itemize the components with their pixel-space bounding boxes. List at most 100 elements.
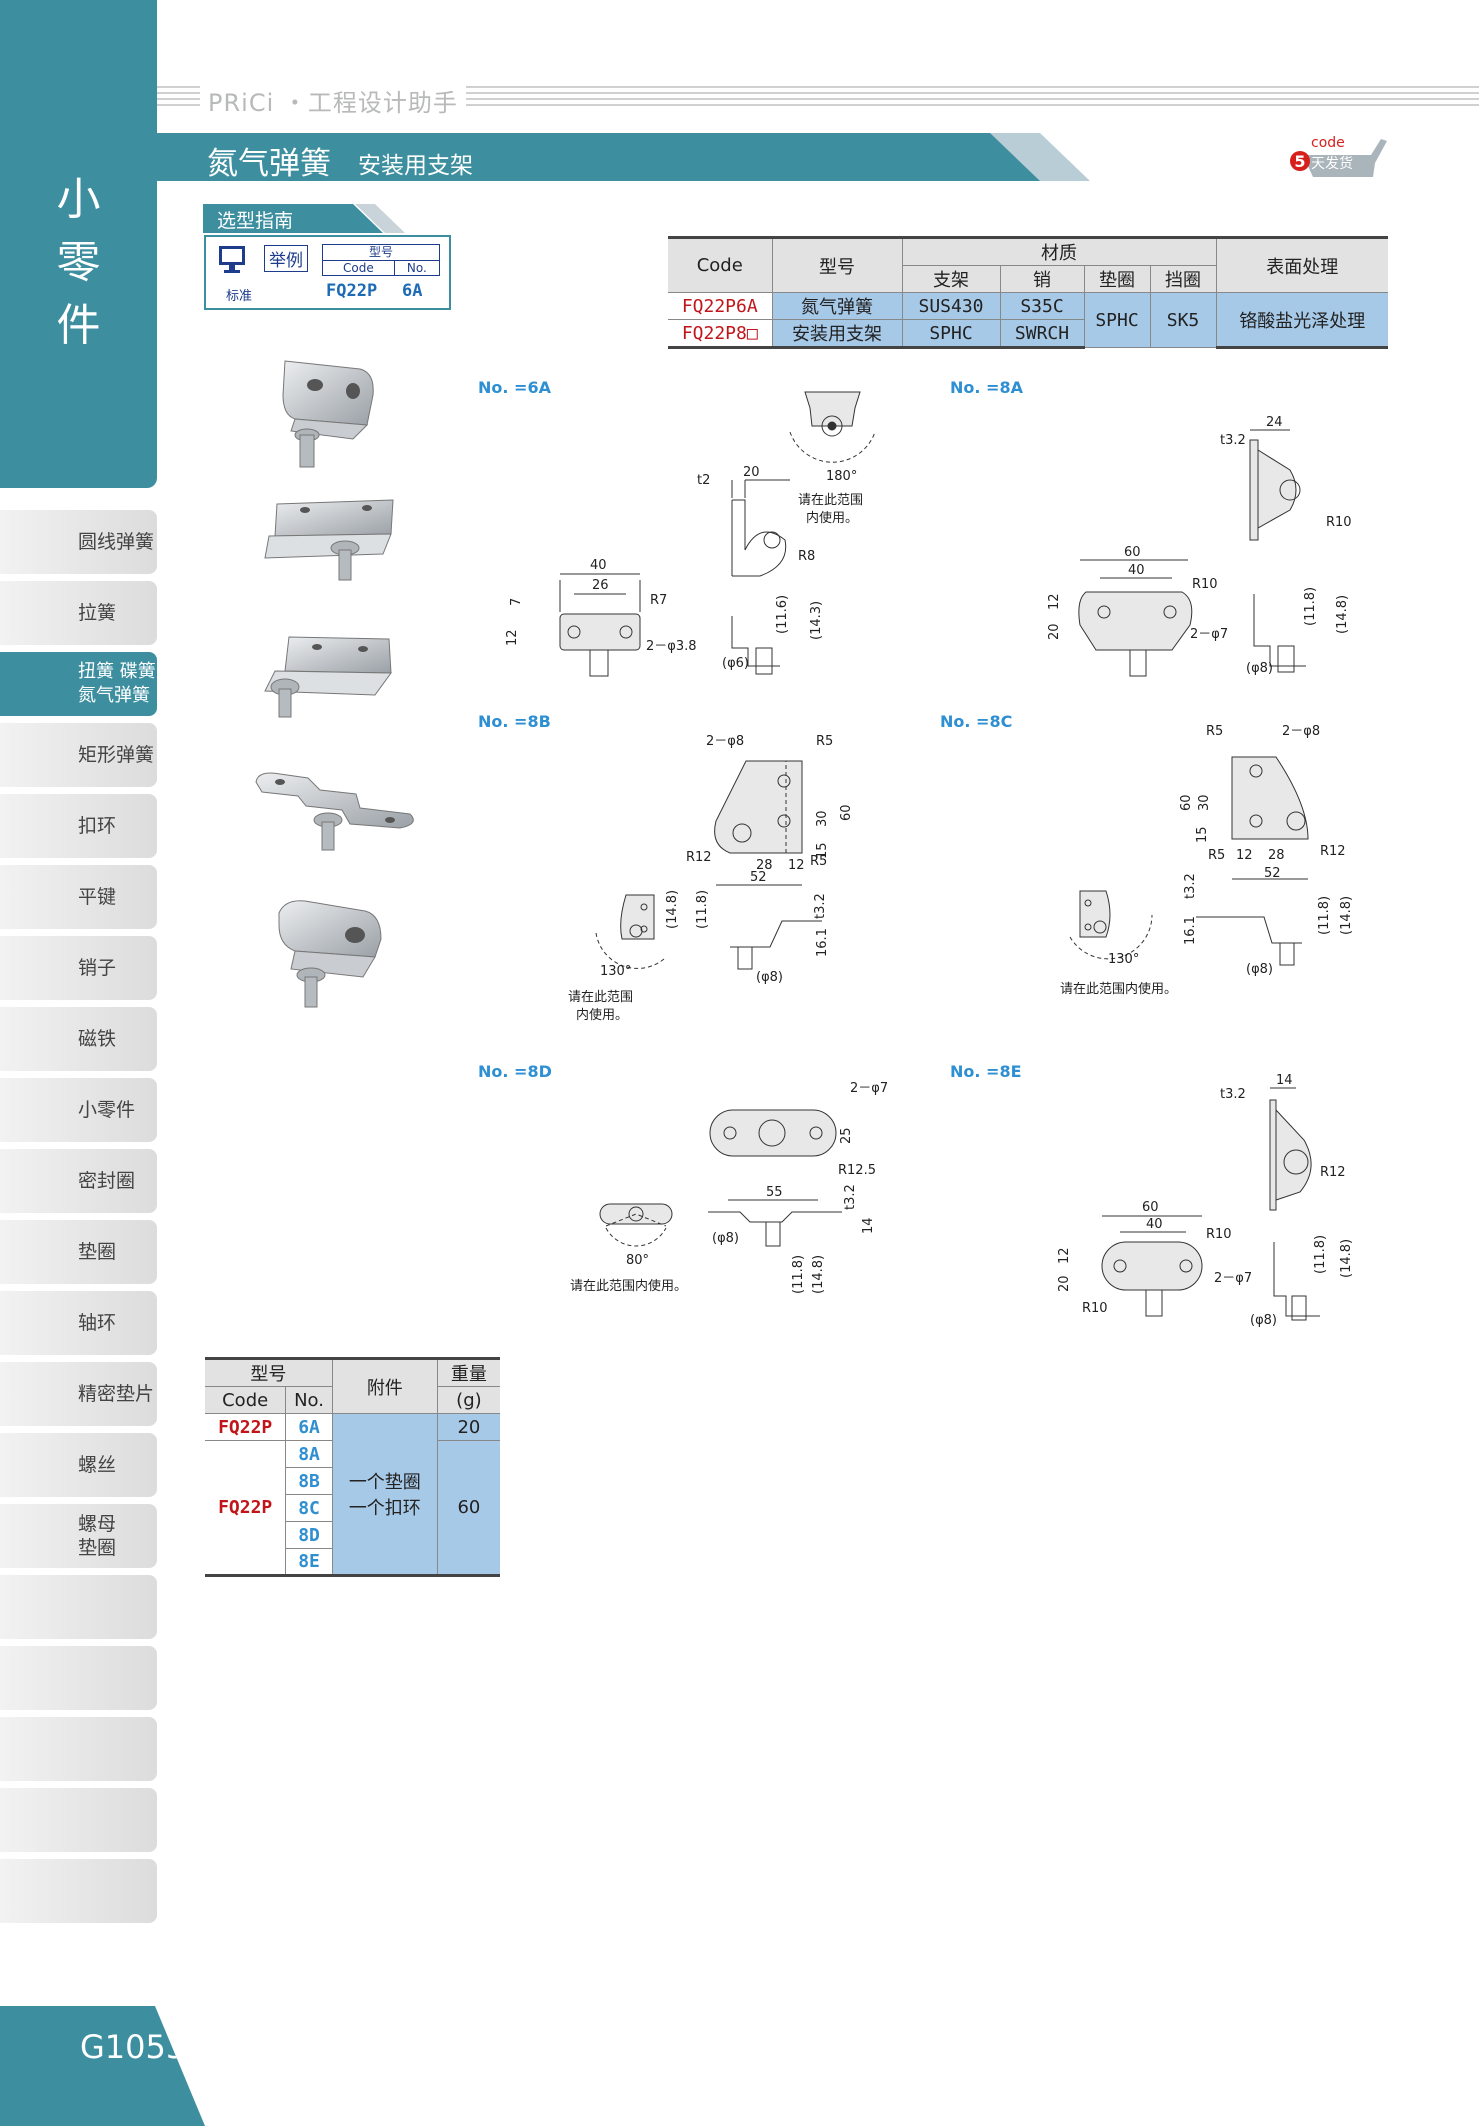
- sidebar-item-tension-spring[interactable]: 拉簧: [0, 581, 157, 645]
- label-no-6a: No. =6A: [478, 378, 551, 397]
- usage-note: 内使用。: [806, 510, 858, 526]
- dim-14-8: (14.8): [665, 890, 680, 929]
- dim-20: 20: [1057, 1275, 1072, 1292]
- dim-28: 28: [1268, 848, 1285, 863]
- sidebar-item-key[interactable]: 平键: [0, 865, 157, 929]
- badge-text: 天发货: [1311, 155, 1353, 172]
- dim-11-8: (11.8): [791, 1255, 806, 1294]
- dim-r12-5: R12.5: [838, 1163, 876, 1178]
- col-header-attachment: 附件: [331, 1357, 438, 1414]
- dim-phi8: (φ8): [712, 1231, 739, 1246]
- product-photo-8b: [264, 636, 392, 718]
- sidebar-item-seal[interactable]: 密封圈: [0, 1149, 157, 1213]
- dim-14-8: (14.8): [811, 1255, 826, 1294]
- product-photo-8a: [264, 499, 394, 581]
- sidebar-title-char: 件: [56, 300, 101, 351]
- attachment-ring: 一个扣环: [348, 1498, 421, 1519]
- dim-30: 30: [815, 810, 830, 827]
- cell-type: 氮气弹簧: [771, 292, 903, 320]
- header-brand: PRiCi ・工程设计助手: [200, 83, 466, 118]
- dim-r10: R10: [1192, 577, 1218, 592]
- sidebar-item-screw[interactable]: 螺丝: [0, 1433, 157, 1497]
- guide-no-value: 6A: [402, 281, 423, 301]
- dim-r10: R10: [1326, 515, 1352, 530]
- sidebar-item-empty[interactable]: [0, 1646, 157, 1710]
- sidebar-item-label: 磁铁: [78, 1028, 117, 1050]
- dim-r12: R12: [1320, 844, 1346, 859]
- header-rule: [157, 86, 1479, 110]
- sidebar-item-label: 圆线弹簧: [78, 531, 155, 553]
- sidebar-item-label: 小零件: [78, 1099, 136, 1121]
- sidebar-item-label: 螺丝: [78, 1454, 117, 1476]
- guide-header: 选型指南: [203, 204, 383, 233]
- sidebar-item-empty[interactable]: [0, 1717, 157, 1781]
- sidebar-item-round-wire-spring[interactable]: 圆线弹簧: [0, 510, 157, 574]
- cell-bracket: SUS430: [901, 292, 1001, 320]
- sidebar-item-empty[interactable]: [0, 1859, 157, 1923]
- drawing-6a: 180° 请在此范围 内使用。 t2 20 R8 40 26 7 12 R7 2…: [505, 391, 876, 677]
- dim-holes: 2－φ7: [850, 1081, 888, 1096]
- dim-11-8: (11.8): [695, 890, 710, 929]
- dim-r5: R5: [810, 854, 827, 869]
- sidebar-item-gas-spring[interactable]: 扭簧 碟簧 氮气弹簧: [0, 652, 157, 716]
- dim-holes: 2－φ7: [1190, 627, 1228, 642]
- sidebar-item-label: 密封圈: [78, 1170, 136, 1192]
- sidebar-item-nut-washer[interactable]: 螺母 垫圈: [0, 1504, 157, 1568]
- dim-60: 60: [1142, 1200, 1159, 1215]
- usage-note: 请在此范围: [798, 493, 863, 508]
- dim-15: 15: [815, 842, 830, 859]
- dim-40: 40: [590, 558, 607, 573]
- table-row: FQ22P 6A 一个垫圈 一个扣环 20: [205, 1413, 500, 1577]
- sidebar-item-magnet[interactable]: 磁铁: [0, 1007, 157, 1071]
- dim-holes: 2－φ8: [1282, 724, 1320, 739]
- sidebar-title-char: 小: [56, 174, 101, 225]
- sidebar-item-washer[interactable]: 垫圈: [0, 1220, 157, 1284]
- dim-r8: R8: [798, 549, 815, 564]
- sidebar-item-label: 螺母: [78, 1513, 117, 1535]
- sidebar-item-label: 精密垫片: [78, 1383, 155, 1405]
- dim-r5: R5: [1208, 848, 1225, 863]
- table-row: FQ22P8□ 安装用支架 SPHC SWRCH: [668, 319, 1388, 349]
- dim-angle: 180°: [826, 469, 857, 484]
- sidebar-item-retaining-ring[interactable]: 扣环: [0, 794, 157, 858]
- label-no-8a: No. =8A: [950, 378, 1023, 397]
- page-subtitle: 安装用支架: [358, 153, 473, 179]
- cell-pin: SWRCH: [999, 319, 1085, 349]
- drawing-8c: R5 2－φ8 60 30 15 R5 12 28 R12 52 130° 请在…: [1060, 724, 1354, 997]
- cell-no: 6A: [285, 1413, 333, 1441]
- col-header-surface: 表面处理: [1215, 236, 1388, 293]
- sidebar-header: [0, 0, 157, 488]
- dim-14-8: (14.8): [1339, 1239, 1354, 1278]
- sidebar-title-char: 零: [56, 237, 101, 288]
- label-no-8e: No. =8E: [950, 1062, 1022, 1081]
- dim-20: 20: [743, 465, 760, 480]
- weight-table: 型号 附件 重量 Code No. (g) FQ22P 6A 一个垫圈 一个扣环…: [205, 1357, 500, 1577]
- col-header-unit: (g): [436, 1386, 500, 1414]
- dim-phi8: (φ8): [1246, 661, 1273, 676]
- sidebar-item-collar[interactable]: 轴环: [0, 1291, 157, 1355]
- col-header-code: Code: [668, 236, 773, 293]
- sidebar-item-empty[interactable]: [0, 1788, 157, 1852]
- dim-52: 52: [1264, 866, 1281, 881]
- dim-14-8: (14.8): [1335, 595, 1350, 634]
- material-table: Code 型号 材质 表面处理 支架 销 垫圈 挡圈 FQ22P6A 氮气弹簧 …: [668, 236, 1388, 349]
- dim-thickness: t3.2: [1183, 873, 1198, 899]
- dim-r12: R12: [1320, 1165, 1346, 1180]
- cell-attachment: 一个垫圈 一个扣环: [331, 1413, 438, 1577]
- sidebar-item-shim[interactable]: 精密垫片: [0, 1362, 157, 1426]
- col-header-ring: 挡圈: [1149, 265, 1217, 293]
- sidebar-item-label: 拉簧: [78, 602, 117, 624]
- delivery-badge-icon: 5 天发货 code: [1290, 135, 1387, 177]
- sidebar-item-pin[interactable]: 销子: [0, 936, 157, 1000]
- dim-12: 12: [505, 629, 520, 646]
- drawing-8e: t3.2 14 R12 60 40 R10 20 12 2－φ7 R10 (11…: [1057, 1073, 1354, 1328]
- sidebar-item-empty[interactable]: [0, 1575, 157, 1639]
- sidebar-item-small-parts[interactable]: 小零件: [0, 1078, 157, 1142]
- sidebar-item-label: 轴环: [78, 1312, 117, 1334]
- table-row: 8C: [205, 1494, 500, 1522]
- col-header-type: 型号: [771, 236, 903, 293]
- sidebar-item-rect-spring[interactable]: 矩形弹簧: [0, 723, 157, 787]
- usage-note: 请在此范围内使用。: [570, 1278, 687, 1294]
